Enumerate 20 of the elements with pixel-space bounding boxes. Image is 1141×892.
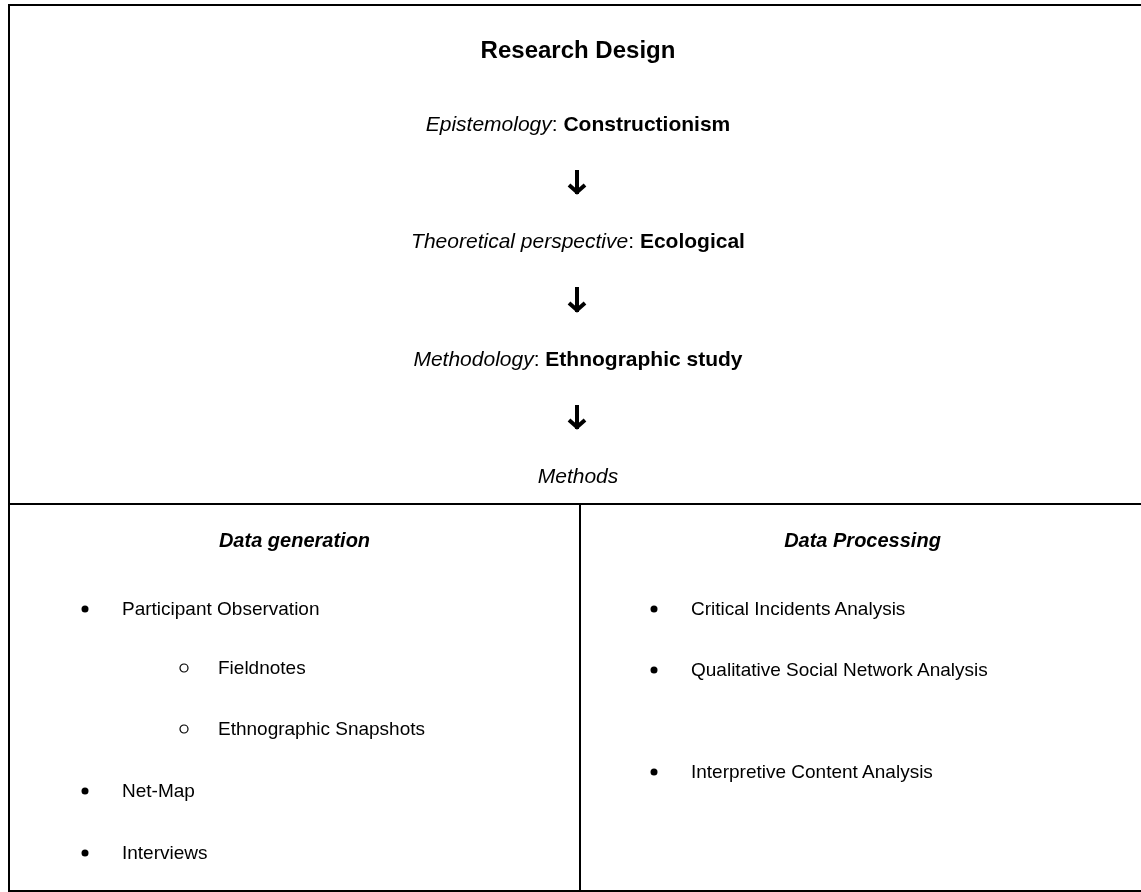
research-design-panel	[8, 4, 1141, 505]
list-item: Critical Incidents Analysis	[691, 597, 907, 621]
list-item: Fieldnotes	[218, 656, 307, 680]
statement-text: Theoretical perspective: Ecological	[411, 228, 745, 253]
statement-text: Methods	[537, 463, 619, 488]
down-arrow	[567, 170, 587, 194]
down-arrow	[567, 287, 587, 312]
cell-heading: Data generation	[217, 529, 372, 552]
down-arrow	[567, 405, 587, 429]
list-item: Ethnographic Snapshots	[218, 717, 427, 741]
list-item: Net-Map	[122, 779, 196, 803]
cell-heading: Data Processing	[783, 529, 942, 552]
panel-heading: Research Design	[479, 36, 677, 64]
list-item: Interviews	[122, 841, 209, 865]
statement-text: Methodology: Ethnographic study	[413, 346, 743, 371]
list-item: Interpretive Content Analysis	[691, 760, 934, 784]
list-item: Qualitative Social Network Analysis	[691, 658, 989, 682]
statement-text: Epistemology: Constructionism	[425, 111, 731, 136]
methods-cell	[8, 503, 581, 892]
list-item: Participant Observation	[122, 597, 321, 621]
